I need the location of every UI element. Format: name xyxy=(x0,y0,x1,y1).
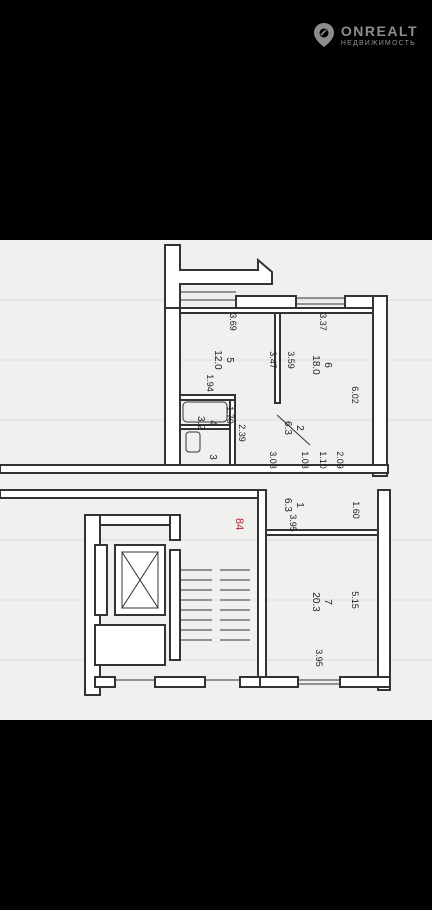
room-area: 18.0 xyxy=(310,355,321,375)
room-area: 6.3 xyxy=(282,498,293,512)
room-area: 6.3 xyxy=(282,421,293,435)
dimension-label: 1.10 xyxy=(318,451,328,469)
dimension-label: 3.37 xyxy=(318,313,328,331)
room-number: 7 xyxy=(322,599,333,605)
room-area: 12.0 xyxy=(212,350,223,370)
room-number: 6 xyxy=(322,362,333,368)
room-area: 20.3 xyxy=(310,592,321,612)
dimension-label: 1.94 xyxy=(205,374,215,392)
apartment-number: 84 xyxy=(233,518,245,530)
dimension-labels: 3.69 3.37 3.59 3.47 6.02 1.94 1.702.39 1.10 1.03… xyxy=(205,313,361,667)
dimension-label: 3.59 xyxy=(286,351,296,369)
dimension-label: 3.95 xyxy=(288,514,298,532)
room-number: 3 xyxy=(207,454,218,460)
room-number: 4 xyxy=(207,420,218,426)
room-area: 3.2 xyxy=(195,416,206,430)
location-pin-icon xyxy=(313,23,334,47)
dimension-label: 1.60 xyxy=(351,501,361,519)
dimension-label: 1.03 xyxy=(300,451,310,469)
room-number: 1 xyxy=(294,502,305,508)
dimension-label: 3.95 xyxy=(314,649,324,667)
dimension-label: 1.70 xyxy=(225,406,235,424)
room-number: 2 xyxy=(294,425,305,431)
dimension-label: 3.69 xyxy=(228,313,238,331)
dimension-label: 2.09 xyxy=(335,451,345,469)
dimension-label: 3.47 xyxy=(268,351,278,369)
dimension-label: 2.39 xyxy=(237,424,247,442)
watermark-brand: ONREALT xyxy=(340,22,418,39)
dimension-label: 6.02 xyxy=(350,386,360,404)
watermark-subtitle: НЕДВИЖИМОСТЬ xyxy=(340,39,416,47)
dimension-label: 3.03 xyxy=(268,451,278,469)
watermark: ONREALT НЕДВИЖИМОСТЬ xyxy=(313,22,418,48)
dimension-label: 5.15 xyxy=(350,591,360,609)
room-number: 5 xyxy=(224,357,235,363)
